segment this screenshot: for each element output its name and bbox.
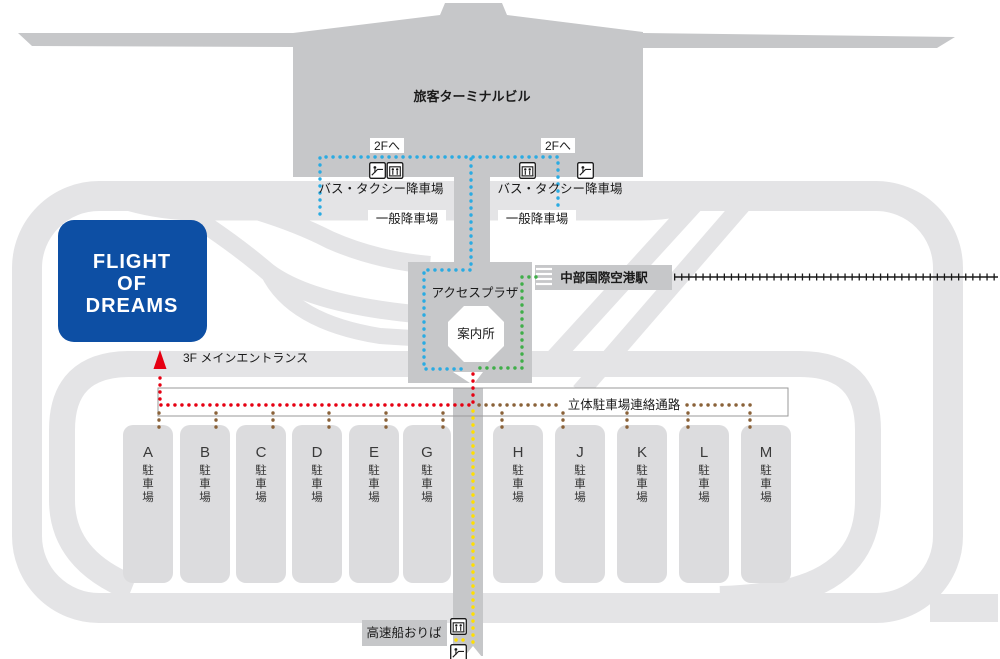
parking-label: 駐車場 bbox=[760, 463, 772, 504]
parking-label: 駐車場 bbox=[255, 463, 267, 504]
escalator-icon bbox=[450, 644, 467, 659]
route-flight-of-dreams bbox=[158, 371, 475, 407]
parking-label: 駐車場 bbox=[421, 463, 433, 504]
escalator-icon bbox=[577, 162, 594, 179]
ramp-road-station-2 bbox=[573, 192, 755, 398]
parking-letter: G bbox=[421, 444, 433, 461]
spine-bottom-notch bbox=[464, 646, 482, 657]
route-fod-arrowhead bbox=[153, 350, 167, 369]
parking-corridor-label: 立体駐車場連絡通路 bbox=[568, 397, 681, 412]
to-2f-right-label: 2Fへ bbox=[545, 139, 571, 153]
station-label: 中部国際空港駅 bbox=[560, 270, 648, 285]
parking-lot-a: A 駐車場 bbox=[123, 425, 173, 583]
fod-line1: FLIGHT bbox=[93, 251, 171, 273]
parking-letter: B bbox=[200, 444, 210, 461]
plate-2f-left bbox=[370, 138, 404, 153]
plaza-bottom-notch bbox=[453, 372, 483, 385]
parking-lot-k: K 駐車場 bbox=[617, 425, 667, 583]
bus-taxi-right-label: バス・タクシー降車場 bbox=[497, 182, 622, 196]
information-label: 案内所 bbox=[457, 326, 495, 341]
parking-letter: K bbox=[637, 444, 647, 461]
flight-of-dreams-building: FLIGHT OF DREAMS bbox=[58, 220, 207, 342]
parking-letter: E bbox=[369, 444, 379, 461]
parking-lot-h: H 駐車場 bbox=[493, 425, 543, 583]
to-2f-left-label: 2Fへ bbox=[374, 139, 400, 153]
parking-letter: A bbox=[143, 444, 153, 461]
fod-line3: DREAMS bbox=[86, 295, 179, 317]
parking-label: 駐車場 bbox=[698, 463, 710, 504]
parking-lot-g: G 駐車場 bbox=[403, 425, 451, 583]
route-terminal-2f bbox=[318, 155, 560, 216]
bus-taxi-left-label: バス・タクシー降車場 bbox=[318, 182, 443, 196]
plate-general-right bbox=[498, 210, 576, 226]
elevator-icon bbox=[519, 162, 536, 179]
elevator-icon bbox=[450, 618, 467, 635]
route-station-plaza bbox=[476, 275, 538, 370]
parking-lot-d: D 駐車場 bbox=[292, 425, 342, 583]
escalator-icon bbox=[369, 162, 386, 179]
parking-letter: D bbox=[312, 444, 323, 461]
terminal-label: 旅客ターミナルビル bbox=[413, 89, 530, 104]
boat-landing-label: 高速船おりば bbox=[366, 625, 442, 640]
station-block bbox=[535, 265, 672, 290]
plate-2f-right bbox=[541, 138, 575, 153]
station-platform-hatch bbox=[536, 267, 552, 286]
terminal-building bbox=[293, 3, 643, 177]
parking-letter: C bbox=[256, 444, 267, 461]
parking-label: 駐車場 bbox=[311, 463, 323, 504]
parking-letter: H bbox=[513, 444, 524, 461]
parking-lot-e: E 駐車場 bbox=[349, 425, 399, 583]
parking-label: 駐車場 bbox=[636, 463, 648, 504]
parking-letter: M bbox=[760, 444, 773, 461]
parking-label: 駐車場 bbox=[142, 463, 154, 504]
general-dropoff-right-label: 一般降車場 bbox=[506, 211, 569, 226]
access-plaza-label: アクセスプラザ bbox=[432, 286, 519, 300]
parking-letter: J bbox=[576, 444, 584, 461]
ramp-road-lower bbox=[260, 268, 429, 347]
general-dropoff-left-label: 一般降車場 bbox=[376, 211, 439, 226]
parking-lot-b: B 駐車場 bbox=[180, 425, 230, 583]
parking-lot-c: C 駐車場 bbox=[236, 425, 286, 583]
parking-letter: L bbox=[700, 444, 708, 461]
parking-lot-j: J 駐車場 bbox=[555, 425, 605, 583]
parking-label: 駐車場 bbox=[199, 463, 211, 504]
information-octagon bbox=[448, 306, 504, 362]
main-entrance-label: 3F メインエントランス bbox=[183, 351, 308, 365]
parking-entry-dots bbox=[157, 411, 752, 433]
terminal-left-wing bbox=[18, 33, 293, 47]
parking-lot-l: L 駐車場 bbox=[679, 425, 729, 583]
terminal-right-wing bbox=[643, 33, 955, 48]
inner-loop-road bbox=[49, 351, 881, 612]
ramp-road-upper bbox=[198, 187, 431, 274]
fod-line2: OF bbox=[117, 273, 147, 295]
parking-lot-m: M 駐車場 bbox=[741, 425, 791, 583]
parking-label: 駐車場 bbox=[368, 463, 380, 504]
pedestrian-spine-south bbox=[453, 388, 483, 656]
plate-general-left bbox=[368, 210, 446, 226]
parking-label: 駐車場 bbox=[512, 463, 524, 504]
elevator-icon bbox=[386, 162, 404, 179]
boat-label-box bbox=[362, 620, 447, 646]
parking-label: 駐車場 bbox=[574, 463, 586, 504]
